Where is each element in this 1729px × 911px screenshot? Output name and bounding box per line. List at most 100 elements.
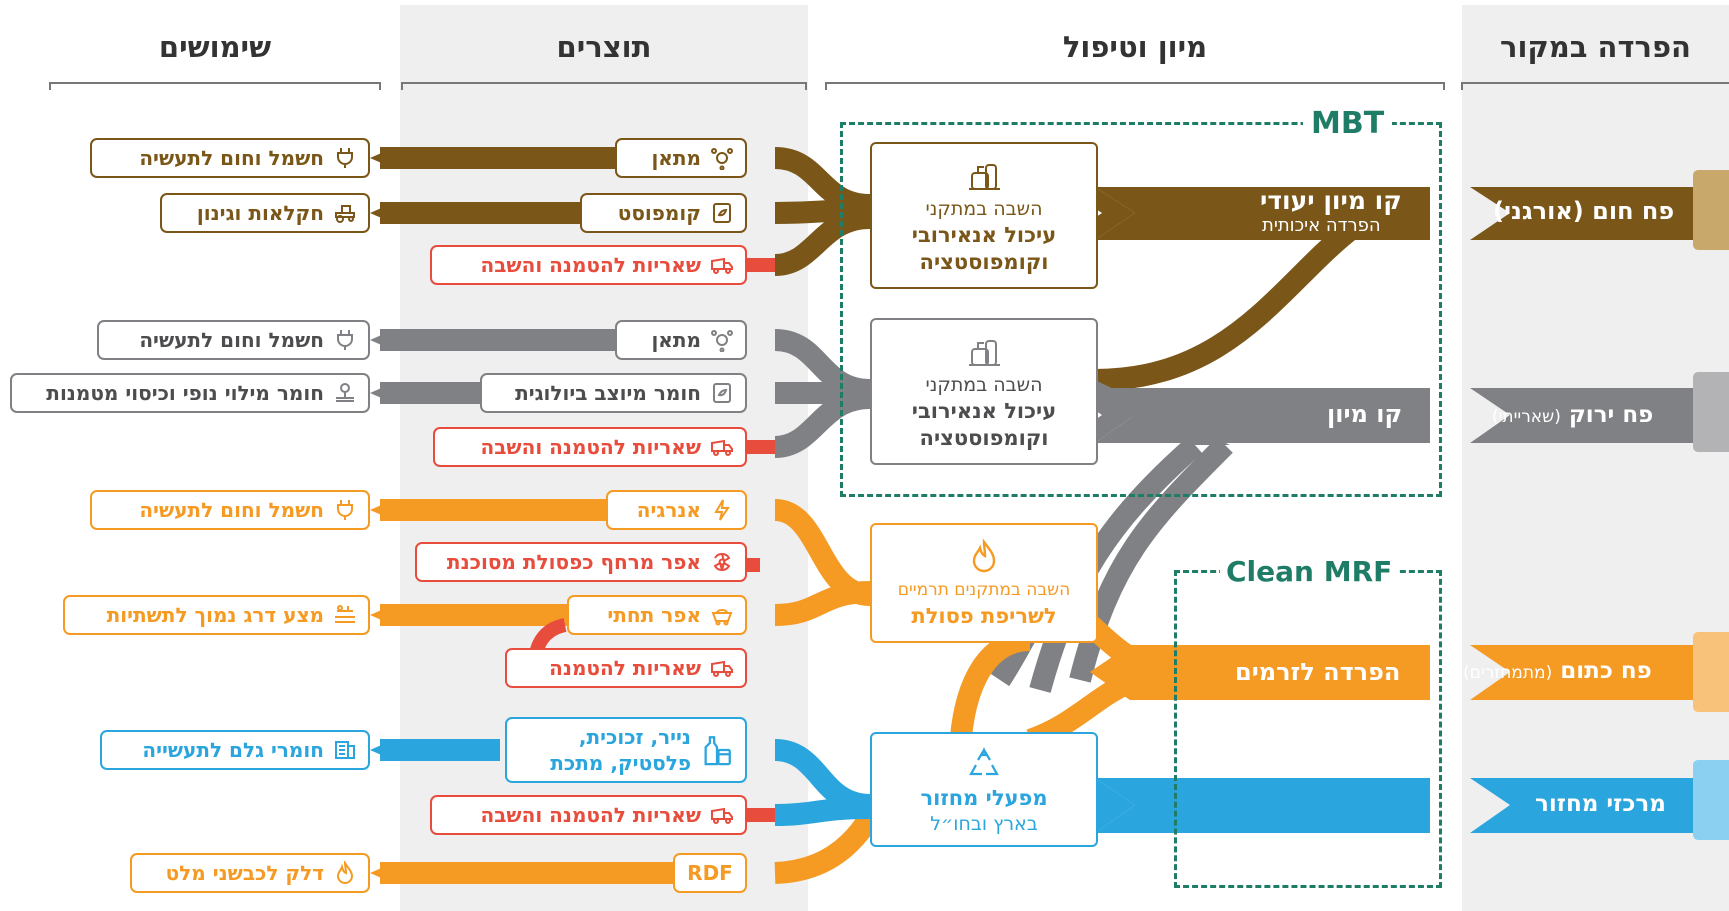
use-kiln-fuel: דלק לכבשני מלט: [130, 853, 370, 893]
gray-line-title: קו מיון: [1327, 400, 1403, 428]
process-ad-gray-line3: וקומפוסטציה: [919, 426, 1049, 450]
use-agriculture: חקלאות וגינון: [160, 193, 370, 233]
brown-main-stream: [1095, 187, 1430, 240]
materials-stack-icon: [332, 737, 358, 763]
product-residue-4-label: שאריות להטמנה והשבה: [480, 803, 701, 827]
orange-line-title: הפרדה לזרמים: [1235, 658, 1401, 686]
product-residue-1-label: שאריות להטמנה והשבה: [480, 253, 701, 277]
product-residue-3-label: שאריות להטמנה: [549, 656, 701, 680]
source-brown-sub: (אורגני): [1493, 197, 1584, 225]
product-rdf: RDF: [673, 853, 747, 893]
source-brown-label: פח חום (אורגני): [1493, 197, 1674, 225]
product-bottom-ash: אפר תחתי: [567, 595, 747, 635]
source-orange-label: פח כתום (מתמחזרים): [1463, 658, 1652, 684]
dump-truck-icon: [709, 655, 735, 681]
gray-flows: [380, 329, 1233, 693]
brown-source-arrow: [1470, 187, 1729, 240]
product-recyclables: נייר, זכוכית, פלסטיק, מתכת: [505, 717, 747, 783]
source-brown-name: פח חום: [1592, 197, 1675, 225]
product-rdf-label: RDF: [687, 861, 733, 885]
source-orange-sub: (מתמחזרים): [1463, 663, 1553, 683]
gray-source-arrow: [1470, 388, 1729, 443]
digester-icon: [969, 340, 1000, 366]
use-power-1-label: חשמל וחום לתעשיה: [139, 146, 324, 170]
process-ad-brown-line1: השבה במתקני: [925, 198, 1043, 220]
product-bottom-ash-label: אפר תחתי: [607, 603, 701, 627]
blue-main-stream: [1095, 778, 1430, 833]
dump-truck-icon: [709, 802, 735, 828]
clean-mrf-zone-label: Clean MRF: [1220, 555, 1399, 588]
blue-bin-icon: [1693, 760, 1729, 840]
process-ad-brown-line3: וקומפוסטציה: [919, 250, 1049, 274]
product-residue-2: שאריות להטמנה והשבה: [433, 427, 747, 467]
column-title-uses: שימושים: [158, 30, 272, 64]
column-title-products: תוצרים: [556, 30, 652, 64]
material-bag-icon: [709, 380, 735, 406]
product-stabilized-label: חומר מיוצב ביולוגית: [515, 381, 701, 405]
process-ad-gray-line2: עיכול אנאירובי: [911, 399, 1057, 423]
process-thermal-line1: השבה במתקנים תרמיים: [897, 580, 1071, 600]
landfill-icon: [332, 380, 358, 406]
product-residue-3: שאריות להטמנה: [505, 648, 747, 688]
use-power-3-label: חשמל וחום לתעשיה: [139, 498, 324, 522]
use-road-base-label: מצע דרג נמוך לתשתיות: [106, 603, 324, 627]
hazard-icon: [709, 549, 735, 575]
use-kiln-fuel-label: דלק לכבשני מלט: [165, 861, 324, 885]
product-fly-ash: אפר מרחף כפסולת מסוכנת: [415, 542, 747, 582]
biogas-icon: [709, 327, 735, 353]
use-road-base: מצע דרג נמוך לתשתיות: [63, 595, 370, 635]
dump-truck-icon: [709, 252, 735, 278]
product-residue-2-label: שאריות להטמנה והשבה: [480, 435, 701, 459]
recycle-icon: [969, 746, 999, 775]
energy-bolt-icon: [709, 497, 735, 523]
bottles-icon: [699, 732, 735, 768]
product-compost: קומפוסט: [580, 193, 747, 233]
source-column-band: [1462, 5, 1729, 911]
plug-icon: [332, 497, 358, 523]
product-compost-label: קומפוסט: [617, 201, 701, 225]
blue-flows: [380, 739, 871, 826]
use-landscape-fill: חומר מילוי נופי וכיסוי מטמנות: [10, 373, 370, 413]
use-raw-materials: חומרי גלם לתעשייה: [100, 730, 370, 770]
use-power-3: חשמל וחום לתעשיה: [90, 490, 370, 530]
process-recycling-line1: מפעלי מחזור: [920, 785, 1048, 810]
use-raw-materials-label: חומרי גלם לתעשייה: [142, 738, 324, 762]
column-title-sorting: מיון וטיפול: [1062, 30, 1208, 64]
use-agriculture-label: חקלאות וגינון: [196, 201, 324, 225]
mbt-zone: [840, 122, 1442, 497]
product-energy: אנרגיה: [606, 490, 747, 530]
brown-bin-icon: [1693, 170, 1729, 250]
biogas-icon: [709, 145, 735, 171]
orange-source-arrow: [1470, 645, 1729, 700]
digester-icon: [969, 164, 1000, 190]
product-residue-1: שאריות להטמנה והשבה: [430, 245, 747, 285]
plug-icon: [332, 145, 358, 171]
process-ad-brown-line2: עיכול אנאירובי: [911, 223, 1057, 247]
process-ad-gray-line1: השבה במתקני: [925, 374, 1043, 396]
use-landscape-fill-label: חומר מילוי נופי וכיסוי מטמנות: [46, 381, 324, 405]
source-orange-name: פח כתום: [1560, 658, 1652, 684]
clean-mrf-zone: [1174, 570, 1442, 888]
process-ad-brown: השבה במתקני עיכול אנאירובי וקומפוסטציה: [870, 142, 1098, 289]
source-blue-label: מרכזי מחזור: [1535, 791, 1666, 817]
ash-cart-icon: [709, 602, 735, 628]
process-ad-gray: השבה במתקני עיכול אנאירובי וקומפוסטציה: [870, 318, 1098, 465]
road-icon: [332, 602, 358, 628]
orange-bin-icon: [1693, 632, 1729, 712]
plug-icon: [332, 327, 358, 353]
product-methane-1: מתאן: [615, 138, 747, 178]
product-fly-ash-label: אפר מרחף כפסולת מסוכנת: [446, 550, 701, 574]
tractor-icon: [332, 200, 358, 226]
flame-icon: [332, 860, 358, 886]
brown-line-subtitle: הפרדה איכותית: [1262, 215, 1381, 236]
flame-icon: [972, 538, 996, 573]
use-power-2-label: חשמל וחום לתעשיה: [139, 328, 324, 352]
product-recyclables-line2: פלסטיק, מתכת: [550, 751, 691, 775]
product-recyclables-line1: נייר, זכוכית,: [578, 725, 691, 749]
compost-bag-icon: [709, 200, 735, 226]
dump-truck-icon: [709, 434, 735, 460]
process-recycling: מפעלי מחזור בארץ ובחו״ל: [870, 732, 1098, 847]
product-stabilized: חומר מיוצב ביולוגית: [480, 373, 747, 413]
column-underlines: [49, 82, 1729, 90]
